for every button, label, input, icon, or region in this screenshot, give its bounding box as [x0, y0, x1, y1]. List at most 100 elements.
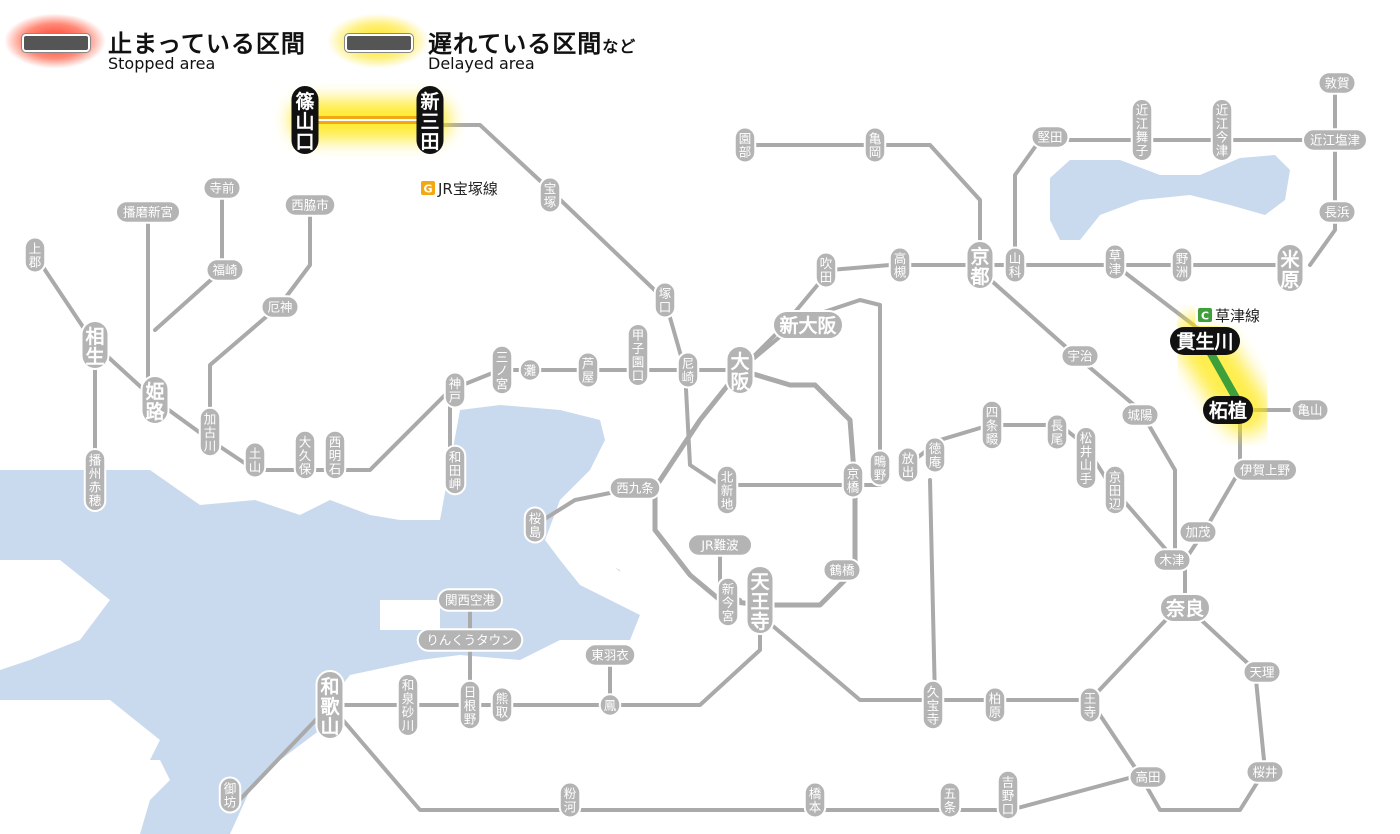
station-jrnamba[interactable]: JR難波	[687, 533, 753, 557]
station-label: 奈良	[1165, 597, 1204, 620]
station-maibara[interactable]: 米原	[1275, 243, 1305, 293]
station-nagahama[interactable]: 長浜	[1317, 200, 1357, 224]
station-kyuhoji[interactable]: 久宝寺	[921, 679, 945, 731]
station-himeji[interactable]: 姫路	[140, 375, 170, 425]
station-sannomiya[interactable]: 三ノ宮	[490, 344, 514, 396]
station-omishiotsu[interactable]: 近江塩津	[1302, 128, 1368, 152]
station-label: 厄神	[267, 300, 292, 315]
station-shijonawate[interactable]: 四条畷	[980, 399, 1004, 451]
station-takarazuka[interactable]: 宝塚	[538, 176, 562, 214]
station-kobe[interactable]: 神戸	[443, 371, 467, 409]
station-kumatori[interactable]: 熊取	[490, 686, 514, 724]
station-tsukaguchi[interactable]: 塚口	[653, 281, 677, 319]
station-kyoto[interactable]: 京都	[965, 240, 995, 290]
station-nishiakashi[interactable]: 西明石	[323, 429, 347, 481]
station-label: 四条畷	[986, 404, 999, 446]
station-osaka[interactable]: 大阪	[725, 345, 755, 395]
station-kameoka[interactable]: 亀岡	[863, 126, 887, 164]
station-tsuruga[interactable]: 敦賀	[1317, 71, 1357, 95]
station-oji[interactable]: 王寺	[1078, 686, 1102, 724]
station-takada[interactable]: 高田	[1128, 765, 1168, 789]
station-aioi[interactable]: 相生	[80, 320, 110, 370]
station-kyobashi[interactable]: 京橋	[841, 461, 865, 499]
station-kusatsu[interactable]: 草津	[1103, 243, 1127, 281]
station-shigino[interactable]: 鴫野	[868, 449, 892, 487]
station-wadamisaki[interactable]: 和田岬	[443, 444, 467, 496]
station-label: 尼崎	[682, 356, 695, 385]
station-nara[interactable]: 奈良	[1159, 593, 1211, 623]
station-ashiya[interactable]: 芦屋	[576, 351, 600, 389]
station-tennoji[interactable]: 天王寺	[745, 565, 775, 635]
station-hanaten[interactable]: 放出	[896, 446, 920, 484]
station-suita[interactable]: 吹田	[814, 251, 838, 289]
station-pill	[921, 679, 945, 731]
station-yasu[interactable]: 野洲	[1170, 246, 1194, 284]
station-tsuruhashi[interactable]: 鶴橋	[822, 558, 862, 582]
station-uji[interactable]: 宇治	[1060, 344, 1100, 368]
station-kizu[interactable]: 木津	[1152, 548, 1192, 572]
station-higashihagoromo[interactable]: 東羽衣	[583, 643, 637, 667]
station-nagao[interactable]: 長尾	[1045, 413, 1069, 451]
line-badge-icon	[1198, 308, 1212, 322]
station-doyama[interactable]: 土山	[243, 441, 267, 479]
station-tsuge[interactable]: 柘植	[1203, 396, 1253, 424]
delayed-swatch	[345, 34, 413, 52]
station-katata[interactable]: 堅田	[1030, 125, 1070, 149]
station-kansaikuko[interactable]: 関西空港	[437, 588, 503, 612]
station-kameyama[interactable]: 亀山	[1290, 398, 1330, 422]
station-izumisunagawa[interactable]: 和泉砂川	[396, 673, 420, 737]
station-nishikujo[interactable]: 西九条	[608, 476, 662, 500]
station-rinkutown[interactable]: りんくうタウン	[416, 628, 524, 652]
station-igaueno[interactable]: 伊賀上野	[1232, 458, 1298, 482]
station-nukata[interactable]: 貫生川	[1170, 327, 1240, 355]
station-pill	[490, 686, 514, 724]
station-nishiwakishi[interactable]: 西脇市	[283, 193, 337, 217]
station-omiimazu[interactable]: 近江今津	[1210, 98, 1234, 162]
station-okubo[interactable]: 大久保	[293, 429, 317, 481]
station-yakujin[interactable]: 厄神	[260, 295, 300, 319]
station-sakurajima[interactable]: 桜島	[523, 506, 547, 544]
station-takatsuki[interactable]: 高槻	[888, 246, 912, 284]
station-shinosaka[interactable]: 新大阪	[772, 310, 844, 340]
station-nada[interactable]: 灘	[518, 358, 542, 382]
station-hashimoto[interactable]: 橋本	[803, 781, 827, 819]
station-matsuiyamate[interactable]: 松井山手	[1074, 426, 1098, 490]
station-kamo[interactable]: 加茂	[1178, 520, 1218, 544]
station-shinimamiya[interactable]: 新今宮	[716, 576, 740, 628]
station-joyo[interactable]: 城陽	[1120, 403, 1160, 427]
station-kitashinchi[interactable]: 北新地	[715, 464, 739, 516]
station-label: 近江塩津	[1310, 133, 1360, 148]
station-koshienguchi[interactable]: 甲子園口	[626, 323, 650, 387]
station-fukusaki[interactable]: 福崎	[205, 258, 245, 282]
station-kamigori[interactable]: 上郡	[23, 236, 47, 274]
station-banshuako[interactable]: 播州赤穂	[83, 448, 107, 512]
station-gobo[interactable]: 御坊	[218, 776, 242, 814]
station-kyotanabe[interactable]: 京田辺	[1103, 464, 1127, 516]
station-wakayama[interactable]: 和歌山	[315, 670, 345, 740]
station-tokuan[interactable]: 徳庵	[923, 436, 947, 474]
station-sasayamaguchi[interactable]: 篠山口	[291, 86, 319, 154]
station-yamashina[interactable]: 山科	[1003, 246, 1027, 284]
station-label: 敦賀	[1324, 76, 1349, 91]
station-label: 東羽衣	[591, 648, 629, 663]
station-hineno[interactable]: 日根野	[458, 679, 482, 731]
station-label: 姫路	[145, 380, 165, 423]
station-otori[interactable]: 鳳	[598, 693, 622, 717]
station-shinsanda[interactable]: 新三田	[416, 86, 444, 154]
station-yoshinoguchi[interactable]: 吉野口	[996, 769, 1020, 821]
station-kakogawa[interactable]: 加古川	[198, 406, 222, 458]
station-harimashinguu[interactable]: 播磨新宮	[115, 200, 181, 224]
station-sakurai[interactable]: 桜井	[1245, 760, 1285, 784]
station-teramae[interactable]: 寺前	[202, 176, 242, 200]
station-pill	[518, 358, 542, 382]
station-omimaiko[interactable]: 近江舞子	[1130, 98, 1154, 162]
station-tenri[interactable]: 天理	[1242, 660, 1282, 684]
station-amagasaki[interactable]: 尼崎	[676, 351, 700, 389]
station-sonobe[interactable]: 園部	[733, 126, 757, 164]
station-kashiwara[interactable]: 柏原	[983, 686, 1007, 724]
station-gojo[interactable]: 五条	[938, 781, 962, 819]
station-pill	[558, 781, 582, 819]
station-kokawa[interactable]: 粉河	[558, 781, 582, 819]
